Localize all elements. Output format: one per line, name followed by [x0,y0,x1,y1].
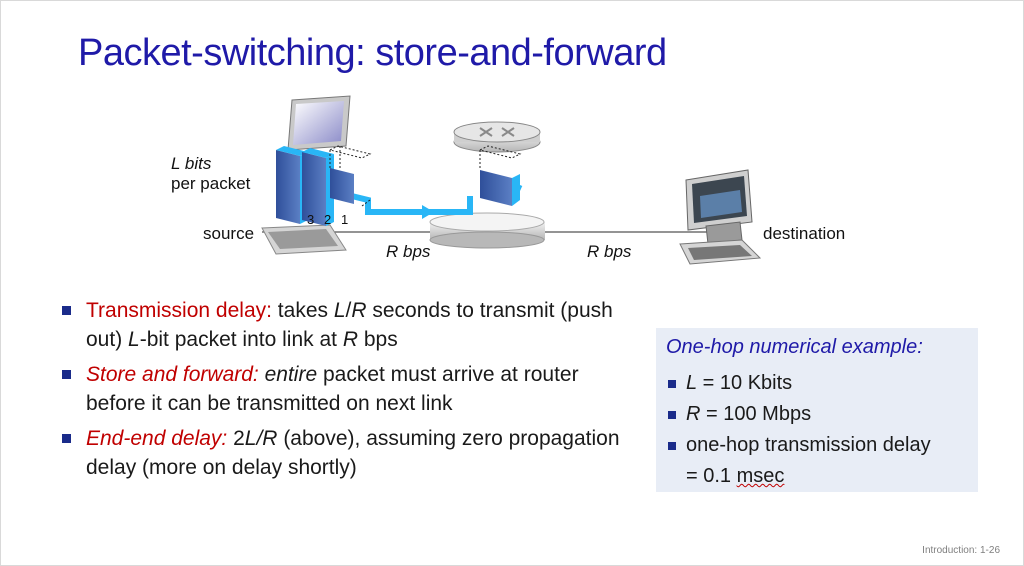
router-icon [429,212,545,249]
var-l: L [686,372,698,394]
per-packet-label: per packet [171,174,251,193]
source-label: source [203,224,255,243]
delay-line1: one-hop transmission delay [686,434,931,456]
slide-footer: Introduction: 1-26 [922,545,1000,556]
router-icon-upper [453,121,541,153]
link2-rate-text: R bps [587,242,632,261]
bullet-lead: Store and forward: [86,363,259,386]
var-l: L [128,328,140,351]
bullet-text: packet must arrive at router before it c… [86,363,579,415]
delay-unit: msec [736,465,785,487]
example-item-delay: one-hop transmission delay = 0.1 msec [666,430,931,492]
var-r: R [686,403,701,425]
link2-rate-label: R bps [587,242,631,262]
bullet-lead: End-end delay: [86,427,228,450]
packet-at-router [478,145,522,206]
bullet-transmission-delay: Transmission delay: takes L/R seconds to… [58,296,638,354]
bullet-square-icon [62,306,71,315]
bullet-text: 2 [227,427,245,450]
bullet-text: -bit packet into link at [139,328,343,351]
bullet-store-forward: Store and forward: entire packet must ar… [58,360,638,418]
bullet-square-icon [668,380,676,388]
packet-number-1: 1 [341,212,349,227]
bullet-text: takes [271,299,334,322]
var-r: R [351,299,367,322]
var-l: L [333,299,346,322]
l-bits-line1: L bits [171,154,212,173]
link1-rate-label: R bps [386,242,430,262]
destination-label: destination [763,224,846,243]
example-title: One-hop numerical example: [666,336,923,358]
destination-computer-icon [679,169,762,265]
slide-title: Packet-switching: store-and-forward [78,32,667,74]
bullet-square-icon [668,411,676,419]
bullet-text: (above), assuming zero propagation delay… [86,427,620,479]
slash: / [345,299,352,322]
bullet-list: Transmission delay: takes L/R seconds to… [58,296,638,488]
l-bits-label: L bits [171,154,211,174]
var-r: R [342,328,358,351]
emphasis-entire: entire [264,363,318,386]
packet-number-3: 3 [307,212,315,227]
example-list: L = 10 Kbits R = 100 Mbps one-hop transm… [666,368,931,492]
network-diagram-svg [261,95,762,265]
one-hop-example-box: One-hop numerical example: L = 10 Kbits … [656,328,978,492]
bullet-text: bps [358,328,398,351]
store-forward-diagram: L bits per packet source destination 3 2… [171,95,846,265]
link-in-transit [326,187,473,215]
bullet-text: seconds to transmit (push out) [86,299,613,351]
link1-rate-text: R bps [386,242,431,261]
var-l-over-r: L/R [244,427,278,450]
bullet-end-end-delay: End-end delay: 2L/R (above), assuming ze… [58,424,638,482]
item-value: = 100 Mbps [700,403,812,425]
packet-1-bits [328,145,372,207]
example-item-l: L = 10 Kbits [666,368,931,399]
direction-arrow-icon [422,205,434,219]
source-computer-icon [261,95,351,255]
bullet-lead: Transmission delay: [86,299,272,322]
bullet-square-icon [668,442,676,450]
bullet-square-icon [62,434,71,443]
delay-line2a: = 0.1 [686,465,737,487]
item-value: = 10 Kbits [697,372,793,394]
packet-number-2: 2 [324,212,332,227]
example-item-r: R = 100 Mbps [666,399,931,430]
bullet-square-icon [62,370,71,379]
